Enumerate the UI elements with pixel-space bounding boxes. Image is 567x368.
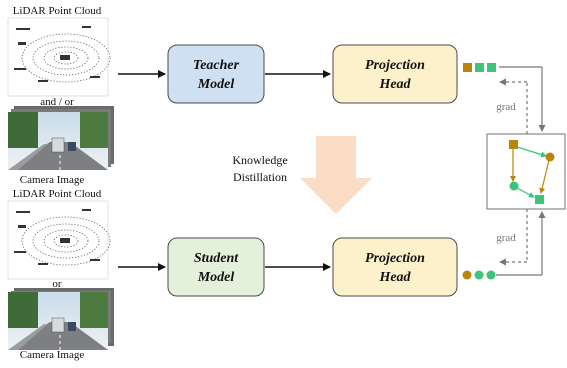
- top-lidar-label: LiDAR Point Cloud: [13, 5, 102, 17]
- student-embedding-circles: [462, 270, 496, 280]
- teacher-embedding-squares: [463, 63, 496, 72]
- distillation-line2: Distillation: [233, 170, 287, 184]
- teacher-projection-head-box: Projection Head: [332, 44, 458, 104]
- teacher-model-line2: Model: [197, 77, 235, 92]
- teacher-head-line2: Head: [378, 77, 411, 92]
- top-connector-text: and / or: [40, 96, 74, 108]
- bottom-grad-connector: [496, 209, 546, 276]
- alignment-box: [486, 133, 566, 210]
- teacher-square-marker-1: [509, 140, 518, 149]
- teacher-head-line1: Projection: [365, 58, 425, 73]
- bottom-camera-image: [7, 288, 114, 351]
- bottom-lidar-image: [7, 200, 111, 280]
- top-grad-label: grad: [496, 101, 516, 113]
- top-camera-image: [7, 106, 114, 171]
- teacher-model-line1: Teacher: [193, 58, 240, 73]
- distillation-arrow: [300, 136, 372, 214]
- top-lidar-image: [7, 17, 111, 97]
- top-camera-label: Camera Image: [20, 174, 85, 186]
- student-model-box: Student Model: [167, 237, 265, 297]
- student-model-line2: Model: [197, 270, 235, 285]
- student-head-line1: Projection: [365, 251, 425, 266]
- teacher-square-marker-2: [535, 195, 544, 204]
- teacher-model-box: Teacher Model: [167, 44, 265, 104]
- bottom-camera-label: Camera Image: [20, 349, 85, 361]
- distillation-line1: Knowledge: [232, 153, 287, 167]
- bottom-grad-label: grad: [496, 232, 516, 244]
- bottom-connector-text: or: [52, 278, 62, 290]
- top-grad-connector: [499, 66, 546, 134]
- student-circle-marker-2: [509, 181, 519, 191]
- student-head-line2: Head: [378, 270, 411, 285]
- student-circle-marker-1: [545, 152, 555, 162]
- student-model-line1: Student: [194, 251, 239, 266]
- bottom-lidar-label: LiDAR Point Cloud: [13, 188, 102, 200]
- student-projection-head-box: Projection Head: [332, 237, 458, 297]
